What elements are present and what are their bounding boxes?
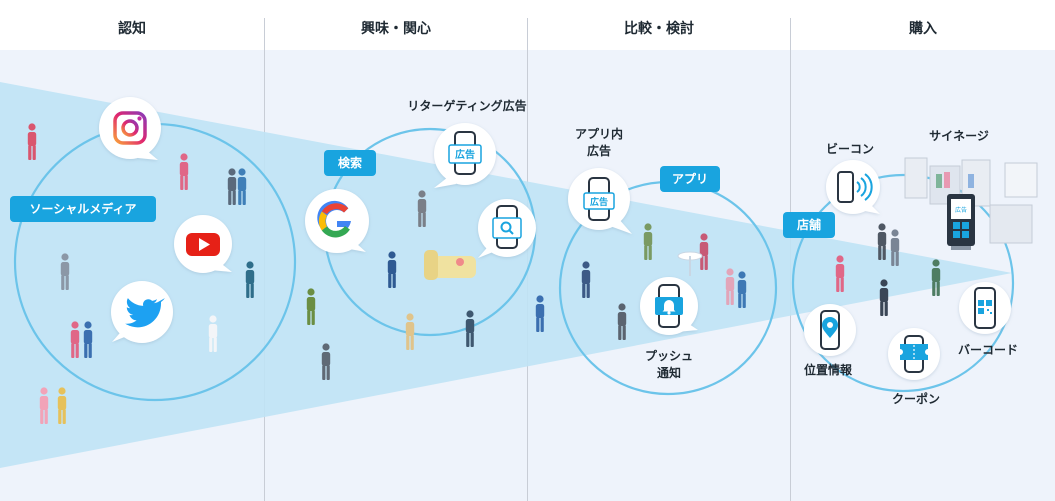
beacon-icon [837,171,873,203]
instagram-bubble [99,97,161,160]
caption-location-info: 位置情報 [803,363,852,377]
bell-icon [655,284,683,328]
smartphone-ad-icon: 広告 [583,177,615,221]
search-icon [492,205,522,249]
stage-header-comparison: 比較・検討 [528,0,790,50]
signage-icon: 広告 [947,194,975,250]
caption-coupon: クーポン [891,392,940,406]
tag-app: アプリ [660,166,720,192]
caption-in-app-ad: アプリ内 広告 [574,127,623,158]
tag-store: 店舗 [783,212,835,238]
stage-header-purchase: 購入 [791,0,1055,50]
in-app-ad-label: 広告 [590,196,608,208]
instagram-icon [113,111,147,145]
tag-social-media: ソーシャルメディア [10,196,156,222]
stage-header-awareness: 認知 [0,0,264,50]
caption-beacon: ビーコン [825,142,874,156]
youtube-icon [186,233,220,256]
location-pin-icon [820,310,840,350]
scene-objects [424,157,1038,280]
caption-signage: サイネージ [929,129,989,143]
smartphone-ad-icon: 広告 [448,131,482,175]
qr-code-icon [974,287,996,329]
signage-ad-label: 広告 [955,206,967,214]
caption-push-notification: プッシュ 通知 [644,349,693,380]
stage-header-interest: 興味・関心 [265,0,527,50]
tag-search: 検索 [324,150,376,176]
coupon-icon [900,335,928,373]
retargeting-ad-label: 広告 [455,148,475,161]
twitter-icon [125,298,165,328]
caption-retargeting-ad: リターゲティング広告 [407,99,527,113]
purchase-circle [791,173,1015,393]
funnel-shape [0,82,1012,468]
caption-barcode: バーコード [957,343,1018,357]
google-icon [317,200,351,238]
